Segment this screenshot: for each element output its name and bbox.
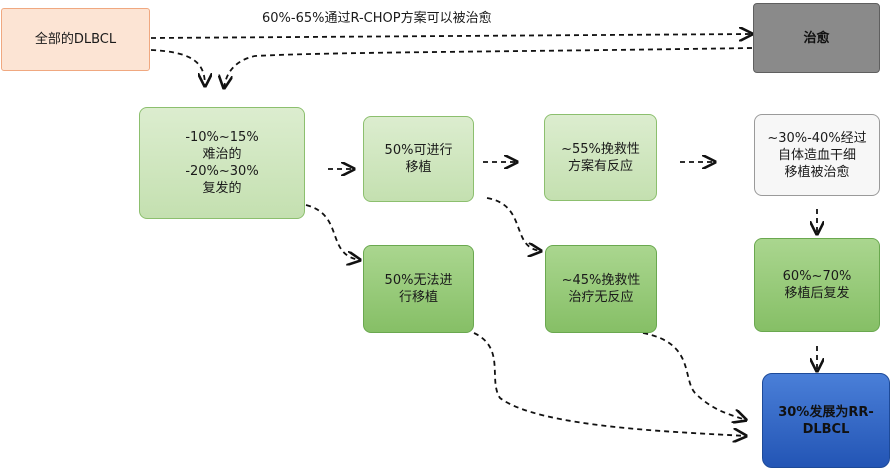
node-no-transplant: 50%无法进 行移植 bbox=[363, 245, 474, 333]
arrow-refractory-to-no-transplant bbox=[305, 204, 360, 260]
arrow-transplant-to-salvage-no-response bbox=[486, 197, 541, 251]
node-refractory-relapse: -10%~15% 难治的 -20%~30% 复发的 bbox=[139, 107, 305, 219]
node-salvage-response: ~55%挽救性 方案有反应 bbox=[544, 114, 657, 201]
arrow-all-to-cured bbox=[150, 34, 752, 38]
node-salvage-no-response: ~45%挽救性 治疗无反应 bbox=[545, 245, 657, 333]
node-transplant-eligible: 50%可进行 移植 bbox=[363, 116, 474, 202]
arrow-salvage-no-response-to-rr bbox=[642, 332, 746, 420]
node-transplant-cured: ~30%-40%经过 自体造血干细 移植被治愈 bbox=[754, 114, 880, 196]
node-all-dlbcl: 全部的DLBCL bbox=[1, 8, 150, 71]
arrow-no-transplant-to-rr bbox=[473, 332, 746, 436]
node-post-transplant-relapse: 60%~70% 移植后复发 bbox=[754, 238, 880, 332]
rchop-cure-label: 60%-65%通过R-CHOP方案可以被治愈 bbox=[262, 11, 492, 26]
arrow-all-to-refractory bbox=[150, 49, 205, 86]
node-rr-dlbcl: 30%发展为RR- DLBCL bbox=[762, 373, 890, 468]
node-cured: 治愈 bbox=[753, 3, 880, 73]
arrow-cured-to-refractory bbox=[224, 47, 753, 88]
